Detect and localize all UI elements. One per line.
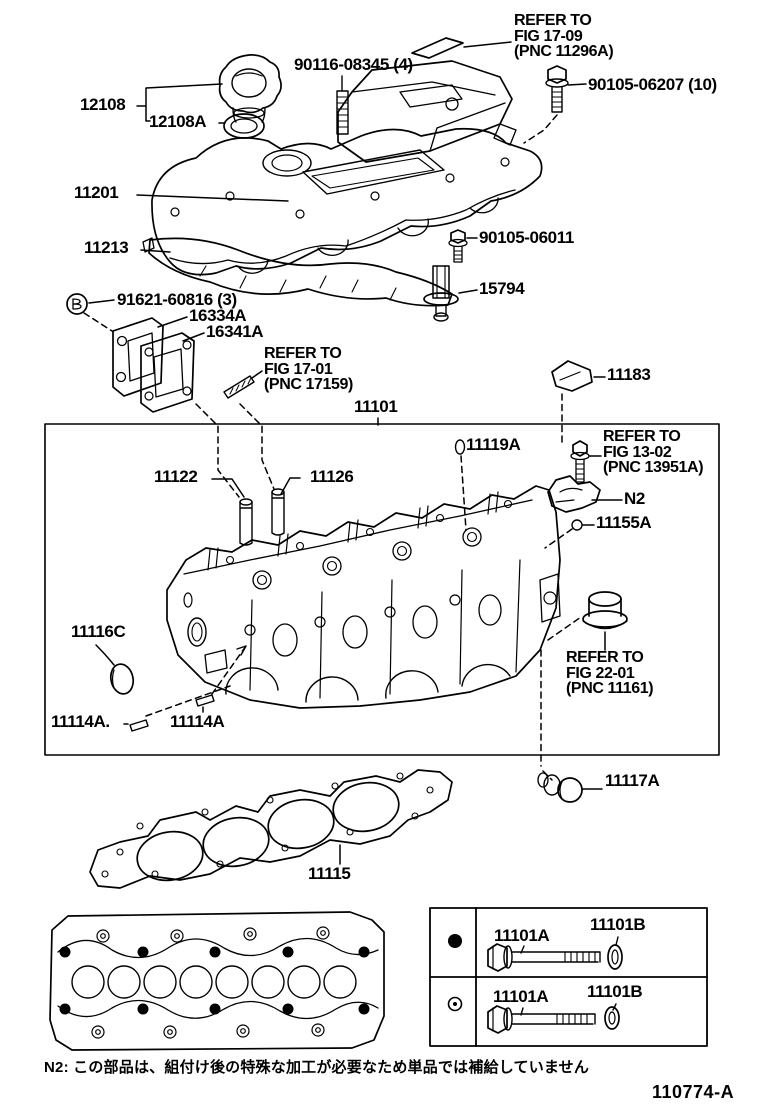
callout-n2: N2	[624, 489, 645, 508]
callout-11201: 11201	[74, 183, 119, 202]
washer-11155a	[544, 519, 595, 549]
table-row2-washer-label: 11101B	[587, 982, 643, 1001]
valve-cover	[337, 60, 517, 163]
refer-22-01-line2: FIG 22-01	[566, 664, 635, 682]
head-bolt-row1	[487, 943, 601, 972]
callout-91621-60816: 91621-60816 (3)	[117, 290, 237, 309]
head-bolt-row2	[487, 1005, 596, 1034]
bolt-90105-06207	[523, 65, 587, 144]
bracket-n2	[547, 475, 623, 513]
leader-lines-top	[136, 83, 289, 253]
bolt-90105-06011	[448, 229, 478, 263]
callout-refer-fig-22-01: REFER TO FIG 22-01 (PNC 11161)	[566, 649, 654, 697]
callout-90116-08345: 90116-08345 (4)	[294, 55, 413, 74]
refer-22-01-line1: REFER TO	[566, 649, 644, 666]
refer-22-01-line3: (PNC 11161)	[566, 680, 654, 697]
callout-90105-06011: 90105-06011	[479, 228, 574, 247]
cylinder-head-box	[44, 423, 720, 756]
callout-11183: 11183	[607, 365, 651, 384]
callout-11213: 11213	[84, 238, 129, 257]
callout-16334a: 16334A	[189, 306, 247, 325]
bolt-fig-13-02	[570, 440, 602, 483]
callout-11122: 11122	[154, 467, 198, 486]
name-plate	[411, 37, 512, 59]
cylinder-head-body	[166, 485, 561, 709]
callout-11155a: 11155A	[596, 513, 652, 532]
oil-filler-cap	[218, 54, 282, 123]
manifold-flange-16334a	[112, 316, 188, 397]
sensor-11183	[551, 360, 606, 443]
refer-13-02-line2: FIG 13-02	[603, 443, 672, 461]
callout-11116c: 11116C	[71, 622, 126, 641]
callout-11126: 11126	[310, 467, 354, 486]
refer-17-01-line1: REFER TO	[264, 345, 342, 362]
washer-row1	[607, 936, 623, 970]
manifold-gasket-16341a	[140, 332, 205, 413]
figure-number: 110774-A	[652, 1082, 735, 1102]
valve-guide-11126	[271, 477, 301, 536]
callout-refer-fig-17-01: REFER TO FIG 17-01 (PNC 17159)	[264, 346, 353, 393]
callout-16341a: 16341A	[206, 322, 264, 341]
callout-11117a: 11117A	[605, 771, 660, 790]
callout-90105-06207: 90105-06207 (10)	[588, 75, 717, 94]
bolt-table	[429, 907, 708, 1047]
callout-refer-fig-17-09: REFER TO FIG 17-09 (PNC 11296A)	[514, 12, 614, 60]
head-bottom-view	[49, 911, 385, 1051]
head-gasket-11115	[89, 769, 453, 889]
assembly-dashes-manifold	[195, 403, 275, 498]
table-row2-bolt-label: 11101A	[493, 987, 549, 1006]
callout-11114a-mid: 11114A	[170, 712, 225, 731]
table-row1-washer-label: 11101B	[590, 915, 646, 934]
refer-17-09-line2: FIG 17-09	[514, 27, 583, 45]
callout-11101: 11101	[354, 397, 398, 416]
callout-11115: 11115	[308, 864, 351, 883]
pin-11119a	[454, 439, 467, 531]
pins-11114a	[123, 645, 247, 732]
circled-b-bolt	[66, 293, 115, 332]
cap-fig-22-01	[547, 591, 628, 651]
callout-15794: 15794	[479, 279, 525, 298]
refer-17-09-line3: (PNC 11296A)	[514, 43, 614, 60]
washer-row2	[604, 1003, 620, 1030]
callout-12108a: 12108A	[149, 112, 207, 131]
refer-17-01-line2: FIG 17-01	[264, 360, 333, 378]
refer-13-02-line3: (PNC 13951A)	[603, 459, 704, 476]
refer-13-02-line1: REFER TO	[603, 428, 681, 445]
callout-11114a-left: 11114A.	[51, 712, 110, 731]
plug-11117a	[537, 649, 603, 803]
camshaft-housing	[151, 127, 543, 276]
callout-refer-fig-13-02: REFER TO FIG 13-02 (PNC 13951A)	[603, 428, 704, 476]
refer-17-01-line3: (PNC 17159)	[264, 376, 353, 393]
valve-guide-11122	[211, 478, 253, 546]
filled-circle-marker	[448, 934, 462, 948]
callout-12108: 12108	[80, 95, 126, 114]
ring-circle-marker	[447, 996, 463, 1012]
table-row1-bolt-label: 11101A	[494, 926, 550, 945]
n2-footnote: N2: この部品は、組付け後の特殊な加工が必要なため単品では補給していません	[44, 1059, 590, 1076]
plug-11116c	[95, 644, 135, 695]
refer-17-09-line1: REFER TO	[514, 12, 592, 29]
oil-nozzle-15794	[423, 265, 478, 322]
stud-90116	[336, 75, 349, 135]
stud-fig-17-01	[223, 370, 263, 399]
callout-11119a: 11119A	[466, 435, 521, 454]
